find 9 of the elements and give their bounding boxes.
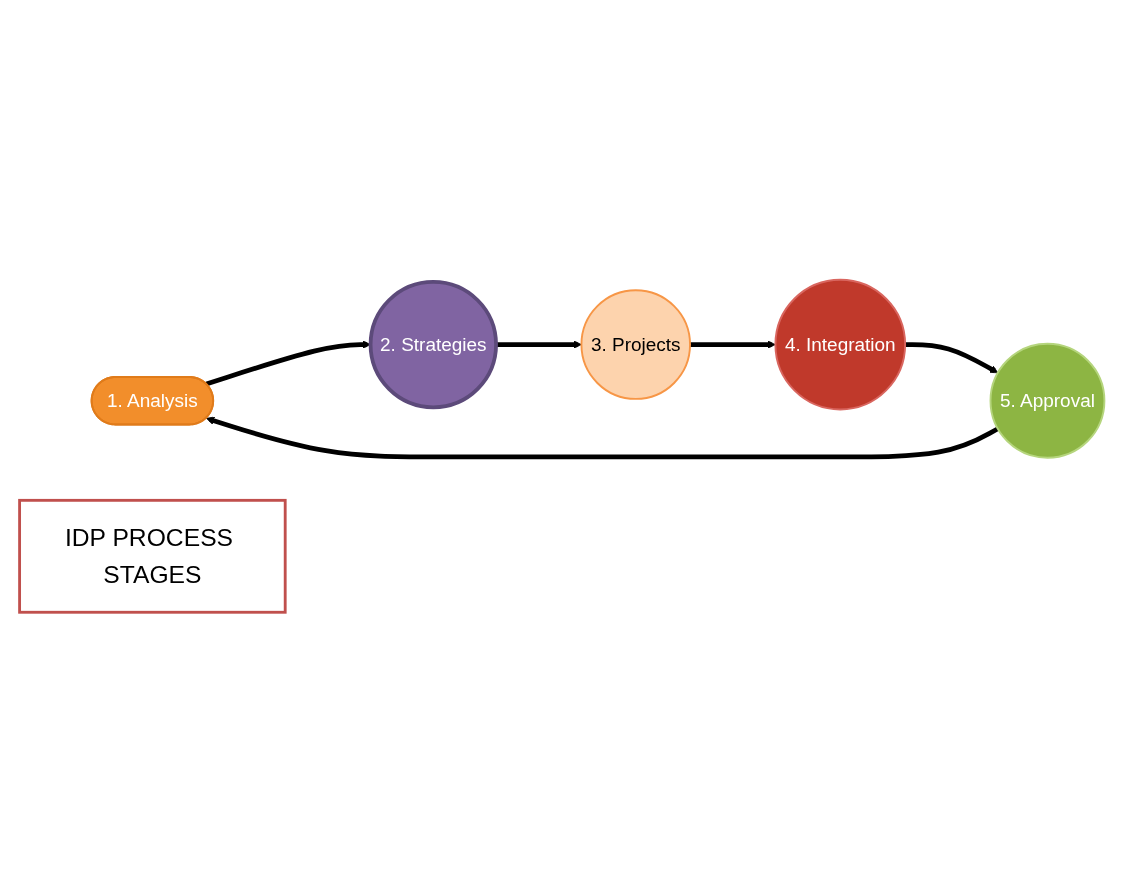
node-circle: 2. Strategies [368,279,498,410]
arrow [905,342,999,374]
arrow [496,340,582,349]
arrow [205,416,999,460]
node-box: IDP PROCESS STAGES [18,498,287,614]
node-circle: 3. Projects [580,289,691,400]
node-circle: 4. Integration [774,278,907,411]
node-circle: 5. Approval [989,342,1106,459]
arrow [690,340,776,349]
